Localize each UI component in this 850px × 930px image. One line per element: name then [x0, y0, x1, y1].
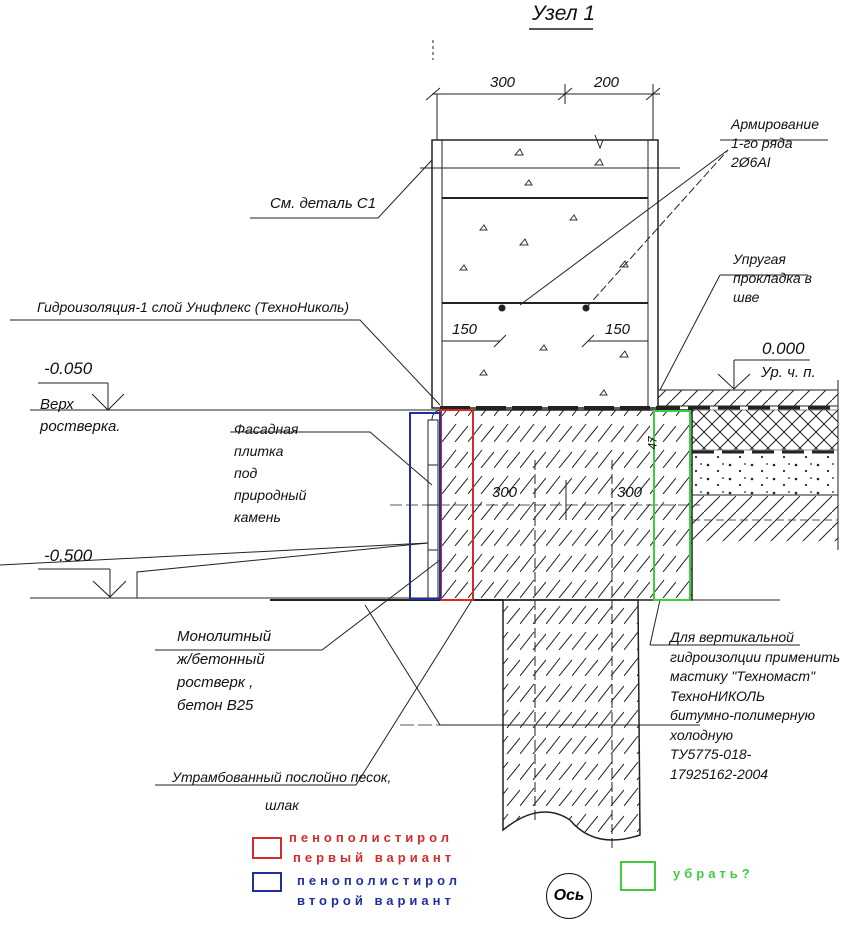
elevation-floor-label: Ур. ч. п.: [761, 364, 816, 381]
wall-block: [420, 134, 729, 410]
top-dimension-line: [425, 40, 661, 140]
concrete-aggregate: [458, 148, 629, 396]
legend-swatch-red: [252, 837, 282, 859]
legend-variant-2: пенополистирол второй вариант: [297, 873, 461, 908]
grillage: [390, 409, 700, 601]
vertical-waterproofing-callout: Для вертикальной гидроизолции применить …: [670, 629, 841, 782]
remove-outline: [653, 410, 691, 601]
reinforcement-callout: Армирование 1-го ряда 2Ø6AI: [731, 116, 819, 170]
elevation-top-grillage-label: Верх ростверка.: [40, 396, 121, 435]
facade-tile-callout: Фасадная плитка под природный камень: [234, 421, 307, 525]
dim-inner-left: 150: [452, 321, 478, 338]
compacted-sand-callout: Утрамбованный послойно песок,: [172, 769, 392, 785]
elevation-ground: -0.500: [44, 546, 93, 565]
dim-top-right: 200: [594, 74, 620, 91]
legend-remove: убрать?: [673, 866, 754, 881]
axis-marker: Ось: [546, 873, 592, 919]
node-title: Узел 1: [532, 2, 596, 25]
legend-swatch-green: [620, 861, 656, 891]
dim-inner-right: 150: [605, 321, 631, 338]
variant-2-outline: [409, 412, 441, 600]
slag-callout: шлак: [265, 797, 299, 813]
leader-lines: [0, 139, 828, 786]
dim-grillage-right: 300: [617, 484, 643, 501]
floor-layers: [657, 380, 839, 550]
waterproofing-callout: Гидроизоляция-1 слой Унифлекс (ТехноНико…: [37, 299, 350, 315]
dim-top-left: 300: [490, 74, 516, 91]
dim-grillage-left: 300: [492, 484, 518, 501]
dim-gap: 47: [645, 436, 660, 450]
elevation-floor: 0.000: [762, 339, 805, 358]
see-detail-callout: См. деталь С1: [270, 195, 377, 212]
elevation-marks: [30, 359, 810, 598]
elastic-pad-callout: Упругая прокладка в шве: [733, 251, 812, 305]
legend-variant-1: пенополистирол первый вариант: [289, 830, 456, 865]
title-underline: [529, 28, 593, 30]
pile: [400, 599, 700, 850]
legend-swatch-blue: [252, 872, 282, 892]
facade-tile: [427, 409, 441, 599]
grillage-callout: Монолитный ж/бетонный ростверк , бетон В…: [177, 628, 272, 714]
elevation-top-grillage: -0.050: [44, 359, 93, 378]
